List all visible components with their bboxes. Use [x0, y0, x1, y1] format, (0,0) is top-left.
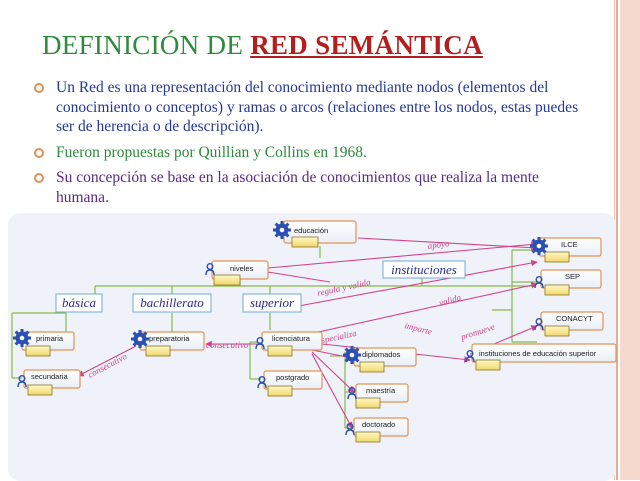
slide-border-line — [616, 0, 618, 480]
relation-label: apoyo — [427, 238, 451, 251]
node-label: secundaria — [31, 372, 69, 381]
node-secundaria: secundaria — [17, 369, 81, 396]
bullet-item: Un Red es una representación del conocim… — [34, 78, 594, 137]
node-label: ILCE — [561, 240, 578, 249]
category-superior: superior — [242, 293, 302, 313]
node-label: SEP — [565, 272, 580, 281]
slide-right-border — [620, 0, 640, 480]
bullet-text: Fueron propuestas por Quillian y Collins… — [56, 143, 367, 161]
node-maestria: maestría — [347, 383, 409, 409]
node-postgrado: postgrado — [257, 370, 323, 397]
node-sep: SEP — [534, 269, 602, 296]
relation-label: consecutivo — [206, 340, 249, 350]
relation-label: valida — [438, 292, 463, 308]
node-conacyt: CONACYT — [534, 311, 604, 337]
bullet-item: Fueron propuestas por Quillian y Collins… — [34, 143, 594, 163]
gear-icon — [528, 235, 550, 257]
node-label: instituciones de educación superior — [479, 349, 597, 358]
node-primaria: primaria — [11, 327, 75, 357]
bullet-marker-icon — [34, 173, 44, 183]
node-ilce: ILCE — [528, 235, 602, 263]
relation-label: regula y valida — [316, 277, 372, 298]
node-licenciatura: licenciatura — [255, 331, 323, 357]
gear-icon — [341, 344, 363, 366]
relation-label: consecutivo — [86, 351, 129, 380]
bullet-marker-icon — [34, 147, 44, 158]
category-bachillerato: bachillerato — [132, 293, 212, 313]
category-label: básica — [62, 295, 96, 310]
relation-label: imparte — [404, 320, 434, 336]
node-label: niveles — [230, 264, 254, 273]
bullet-list: Un Red es una representación del conocim… — [34, 78, 594, 213]
node-niveles: niveles — [205, 260, 269, 286]
bullet-item: Su concepción se base en la asociación d… — [34, 168, 594, 207]
relation-links — [77, 237, 538, 429]
gear-icon — [11, 327, 33, 349]
category-instituciones: instituciones — [382, 260, 466, 279]
category-basica: básica — [55, 293, 103, 313]
node-label: postgrado — [276, 373, 309, 382]
gear-icon — [271, 219, 293, 241]
hierarchy-links — [11, 246, 537, 429]
node-instituciones-educacion-superior: instituciones de educación superior — [465, 343, 617, 371]
node-label: primaria — [36, 334, 64, 343]
bullet-marker-icon — [34, 83, 44, 93]
node-label: educación — [294, 226, 328, 235]
node-label: licenciatura — [272, 334, 311, 343]
category-label: instituciones — [391, 262, 457, 277]
node-label: maestría — [366, 386, 396, 395]
slide-title: DEFINICIÓN DE RED SEMÁNTICA — [42, 30, 483, 61]
title-prefix: DEFINICIÓN DE — [42, 30, 251, 60]
bullet-text: Un Red es una representación del conocim… — [56, 79, 579, 135]
relation-label: promueve — [459, 322, 496, 343]
node-diplomados: diplomados — [341, 344, 417, 373]
node-label: doctorado — [362, 420, 395, 429]
node-educacion: educación — [271, 219, 357, 248]
node-preparatoria: preparatoria — [129, 328, 205, 357]
node-label: preparatoria — [149, 334, 190, 343]
node-label: diplomados — [362, 350, 401, 359]
title-highlight: RED SEMÁNTICA — [250, 30, 483, 60]
gear-icon — [129, 328, 151, 350]
node-label: CONACYT — [556, 314, 593, 323]
category-label: superior — [250, 295, 295, 310]
bullet-text: Su concepción se base en la asociación d… — [56, 169, 539, 206]
node-doctorado: doctorado — [345, 417, 409, 443]
category-label: bachillerato — [140, 295, 204, 310]
